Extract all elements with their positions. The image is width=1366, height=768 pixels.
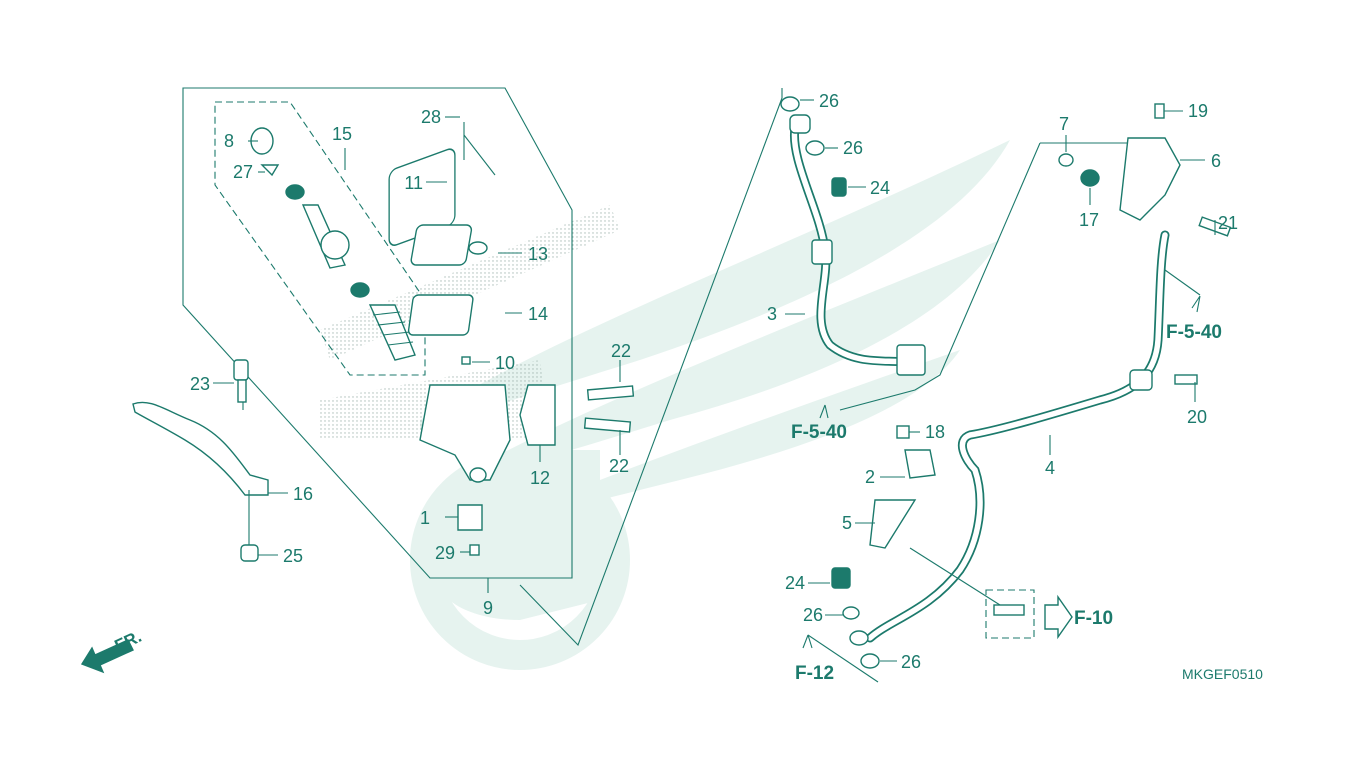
callout-18: 18 bbox=[925, 422, 945, 442]
callout-26-a: 26 bbox=[819, 91, 839, 111]
hose-frame-right bbox=[839, 142, 1041, 411]
reservoir-parts bbox=[388, 122, 488, 365]
piston-kit-parts bbox=[250, 127, 416, 361]
ref-arrows bbox=[802, 295, 1201, 649]
callout-labels: 1 2 3 4 5 6 7 8 9 10 11 12 13 14 15 16 1… bbox=[190, 91, 1238, 672]
callout-9: 9 bbox=[483, 598, 493, 618]
callout-3: 3 bbox=[767, 304, 777, 324]
callout-10: 10 bbox=[495, 353, 515, 373]
ref-f-5-40-left: F-5-40 bbox=[791, 422, 847, 443]
front-hose-frame bbox=[519, 88, 783, 647]
callout-6: 6 bbox=[1211, 151, 1221, 171]
callout-26-c: 26 bbox=[803, 605, 823, 625]
callout-20: 20 bbox=[1187, 407, 1207, 427]
callout-15: 15 bbox=[332, 124, 352, 144]
callout-7: 7 bbox=[1059, 114, 1069, 134]
ref-f-12: F-12 bbox=[795, 663, 834, 684]
lever-nut-icon bbox=[240, 544, 259, 562]
ref-f-10: F-10 bbox=[1074, 608, 1113, 629]
callout-2: 2 bbox=[865, 467, 875, 487]
brake-lever bbox=[132, 380, 269, 545]
clamp-bolts bbox=[583, 385, 635, 433]
callout-5: 5 bbox=[842, 513, 852, 533]
callout-11: 11 bbox=[404, 173, 423, 193]
front-arrow-icon bbox=[80, 639, 134, 674]
callout-24-lower: 24 bbox=[785, 573, 805, 593]
piston-kit-frame bbox=[214, 101, 426, 376]
lever-pivot-bolt-icon bbox=[233, 359, 249, 403]
f12-frame bbox=[807, 634, 879, 683]
callout-26-b: 26 bbox=[843, 138, 863, 158]
callout-25: 25 bbox=[283, 546, 303, 566]
callout-17: 17 bbox=[1079, 210, 1099, 230]
leader-lines bbox=[213, 99, 1216, 662]
callout-27: 27 bbox=[233, 162, 253, 182]
callout-23: 23 bbox=[190, 374, 210, 394]
callout-1: 1 bbox=[420, 508, 430, 528]
callout-13: 13 bbox=[528, 244, 548, 264]
master-cylinder-body bbox=[419, 384, 556, 556]
master-cylinder-frame bbox=[182, 87, 573, 579]
callout-14: 14 bbox=[528, 304, 548, 324]
rear-brake-hose bbox=[831, 230, 1170, 669]
callout-21: 21 bbox=[1218, 213, 1238, 233]
callout-4: 4 bbox=[1045, 458, 1055, 478]
callout-26-d: 26 bbox=[901, 652, 921, 672]
callout-22-bottom: 22 bbox=[609, 456, 629, 476]
callout-19: 19 bbox=[1188, 101, 1208, 121]
bolt-dashed-box bbox=[985, 589, 1035, 639]
callout-29: 29 bbox=[435, 543, 455, 563]
callout-16: 16 bbox=[293, 484, 313, 504]
ref-f-5-40-right: F-5-40 bbox=[1166, 322, 1222, 343]
callout-8: 8 bbox=[224, 131, 234, 151]
callout-22-top: 22 bbox=[611, 341, 631, 361]
diagram-code: MKGEF0510 bbox=[1182, 666, 1263, 682]
callout-28: 28 bbox=[421, 107, 441, 127]
reference-labels: F-5-40 F-5-40 F-10 F-12 bbox=[791, 322, 1222, 684]
callout-12: 12 bbox=[530, 468, 550, 488]
callout-24-upper: 24 bbox=[870, 178, 890, 198]
front-brake-hose bbox=[780, 96, 926, 376]
